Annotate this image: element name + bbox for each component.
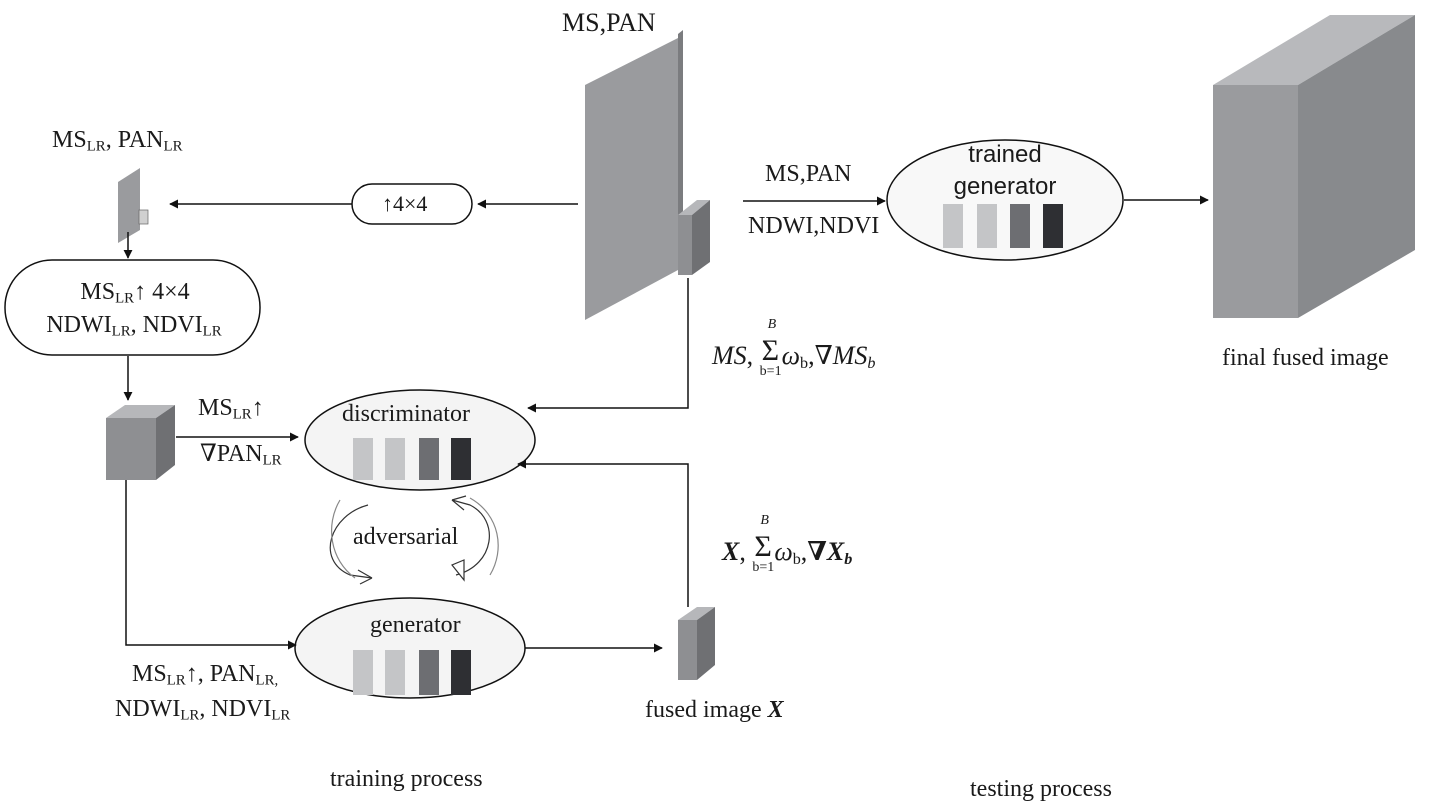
training-process-label: training process [330,766,483,792]
generator-bars [353,650,471,695]
gen-ms-sub: LR [166,672,186,689]
gen-ms: MS [132,661,167,687]
fused-image-label: fused image X [645,698,784,722]
gen-ndwi: NDWI [115,696,181,722]
fused-prefix: fused image [645,697,762,723]
discriminator-bars [353,438,471,480]
discriminator-label: discriminator [342,401,470,427]
x-loss-omega: ω [774,537,793,566]
disc-ms-sub: LR [232,406,252,423]
gen-input-line2: NDWILR, NDVILR [115,696,291,724]
fused-var: X [767,697,784,723]
disc-ms: MS [198,395,233,421]
x-loss-sub: b [844,551,853,569]
pre-ndvi: NDVI [142,312,203,338]
ms-loss-sub: b [867,355,876,373]
x-sum-bot: b=1 [752,560,775,575]
test-input-line2: NDWI,NDVI [748,213,880,239]
final-fused-image-label: final fused image [1222,345,1389,371]
gen-input-line1: MSLR↑, PANLR, [132,662,278,689]
generator-label: generator [370,612,461,638]
x-loss-x: X [722,537,740,566]
lowres-ms-sub: LR [86,138,106,155]
lowres-image-slab [118,168,149,243]
ms-sum-top: B [767,317,777,332]
pre-ms: MS [80,279,116,305]
testing-process-label: testing process [970,776,1112,802]
connectors [123,195,1209,653]
gen-ndvi: NDVI [211,696,272,722]
gen-arrow-pan: ↑, PAN [185,661,256,687]
adversarial-label: adversarial [353,524,459,550]
x-sum-top: B [760,513,769,528]
downsample-label: ↑4×4 [382,191,428,216]
upsampled-cube [106,405,175,480]
final-fused-image-block [1213,15,1415,318]
ms-loss-grad: ∇MS [814,341,868,370]
gen-pan-sub: LR, [255,672,279,689]
pre-suffix: ↑ 4×4 [134,279,190,305]
ms-sum-bot: b=1 [759,364,782,379]
test-input-line1: MS,PAN [765,161,852,187]
adversarial-cycle-arrows [329,495,499,585]
ms-pan-image-slab [585,30,683,320]
ms-loss-omega: ω [781,341,801,370]
pre-ndwi-sub: LR [111,323,131,340]
disc-input-line1: MSLR↑ [198,396,264,423]
preprocess-label-line1: MSLR↑ 4×4 [40,280,230,307]
pre-ndvi-sub: LR [202,323,222,340]
top-input-label: MS,PAN [562,8,656,37]
preprocess-label-line2: NDWILR, NDVILR [46,312,222,340]
lowres-ms: MS [52,127,87,153]
gen-ndwi-sub: LR [180,707,200,724]
disc-gradpan-sub: LR [262,452,282,469]
lowres-input-label: MSLR, PANLR [52,127,183,155]
lowres-pan-sub: LR [163,138,183,155]
ms-loss-b: b [800,355,809,373]
disc-input-line2: ∇PANLR [200,442,282,469]
x-loss-grad: ∇X [807,537,845,566]
gen-ndvi-sub: LR [271,707,291,724]
pre-ms-sub: LR [115,290,135,307]
patch-cube [678,200,710,275]
trained-generator-label-2: generator [953,173,1057,200]
ms-loss-ms: MS [712,341,747,370]
trained-generator-bars [943,204,1063,248]
fused-image-cube [678,607,715,680]
disc-arrow: ↑ [251,395,264,421]
trained-generator-label-1: trained [968,141,1042,168]
lowres-pan: PAN [117,127,164,153]
pre-ndwi: NDWI [46,312,112,338]
x-loss-b: b [792,551,801,569]
preprocess-box [4,259,261,356]
disc-gradpan: ∇PAN [200,441,263,467]
